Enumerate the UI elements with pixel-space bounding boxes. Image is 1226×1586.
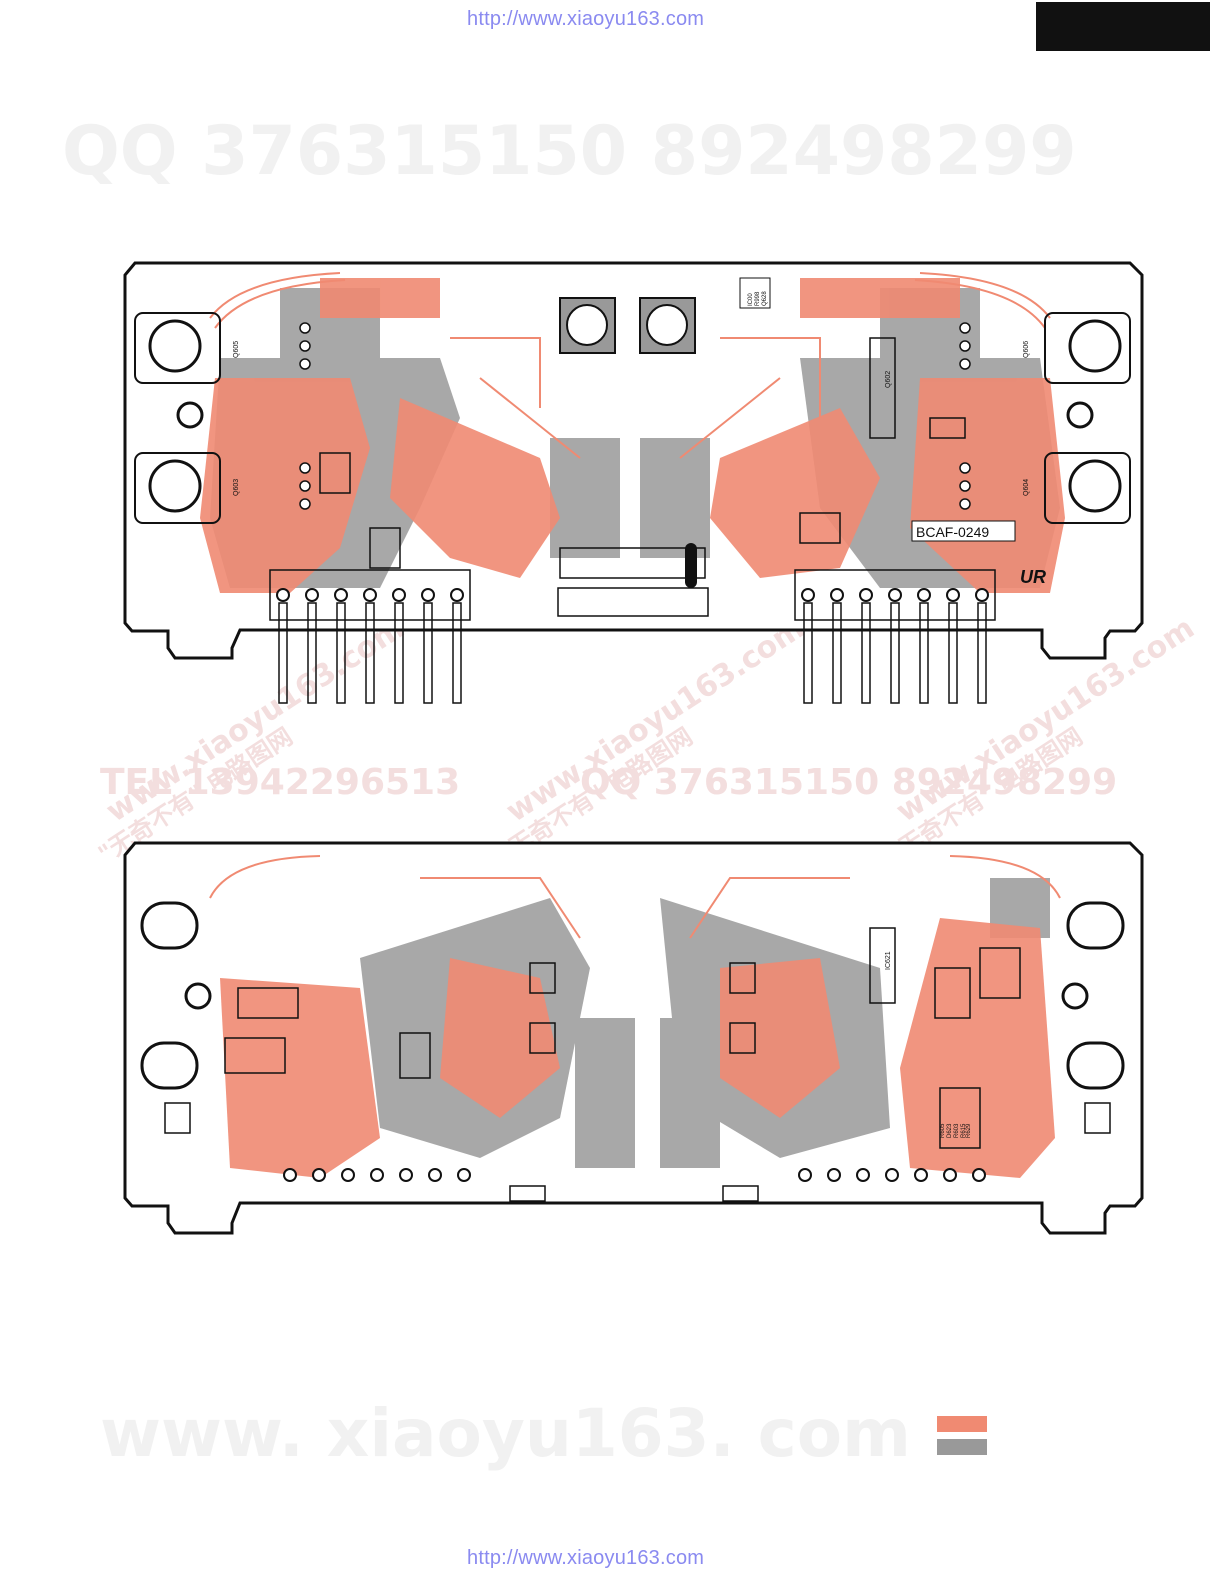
logo-text: UR (1020, 567, 1046, 587)
legend-copper-swatch (937, 1416, 987, 1432)
page-tab-marker (1036, 2, 1210, 51)
watermark-site-bottom: www. xiaoyu163. com (100, 1395, 911, 1472)
pcb-board-top: BCAF-0249 UR Q605 Q603 Q606 Q604 Q602 IC… (123, 261, 1144, 704)
svg-text:Q604: Q604 (1023, 479, 1030, 496)
svg-text:R615: R615 (961, 1123, 967, 1138)
watermark-tel: TEL 13942296513 (100, 762, 461, 803)
svg-text:Q603: Q603 (233, 479, 240, 496)
svg-text:Q602: Q602 (885, 371, 892, 388)
svg-text:D623: D623 (947, 1123, 953, 1138)
watermark-qq-mid: QQ 376315150 892498299 (580, 762, 1118, 803)
svg-text:Q606: Q606 (1023, 341, 1030, 358)
svg-text:R605: R605 (940, 1123, 946, 1138)
svg-text:R998: R998 (755, 291, 761, 306)
header-url[interactable]: http://www.xiaoyu163.com (467, 8, 705, 30)
watermark-qq: QQ 376315150 892498299 (62, 112, 1077, 191)
svg-text:R629: R629 (966, 1123, 972, 1138)
svg-text:Q605: Q605 (233, 341, 240, 358)
svg-text:Q628: Q628 (762, 291, 768, 306)
footer-url[interactable]: http://www.xiaoyu163.com (467, 1547, 705, 1569)
svg-text:IC00: IC00 (748, 293, 754, 306)
legend-gray-swatch (937, 1439, 987, 1455)
pcb-board-bottom: IC621 R615 R603 R629 R605 D623 (123, 841, 1144, 1235)
board-label-text: BCAF-0249 (916, 524, 989, 540)
svg-text:R603: R603 (954, 1123, 960, 1138)
svg-text:IC621: IC621 (885, 951, 892, 970)
